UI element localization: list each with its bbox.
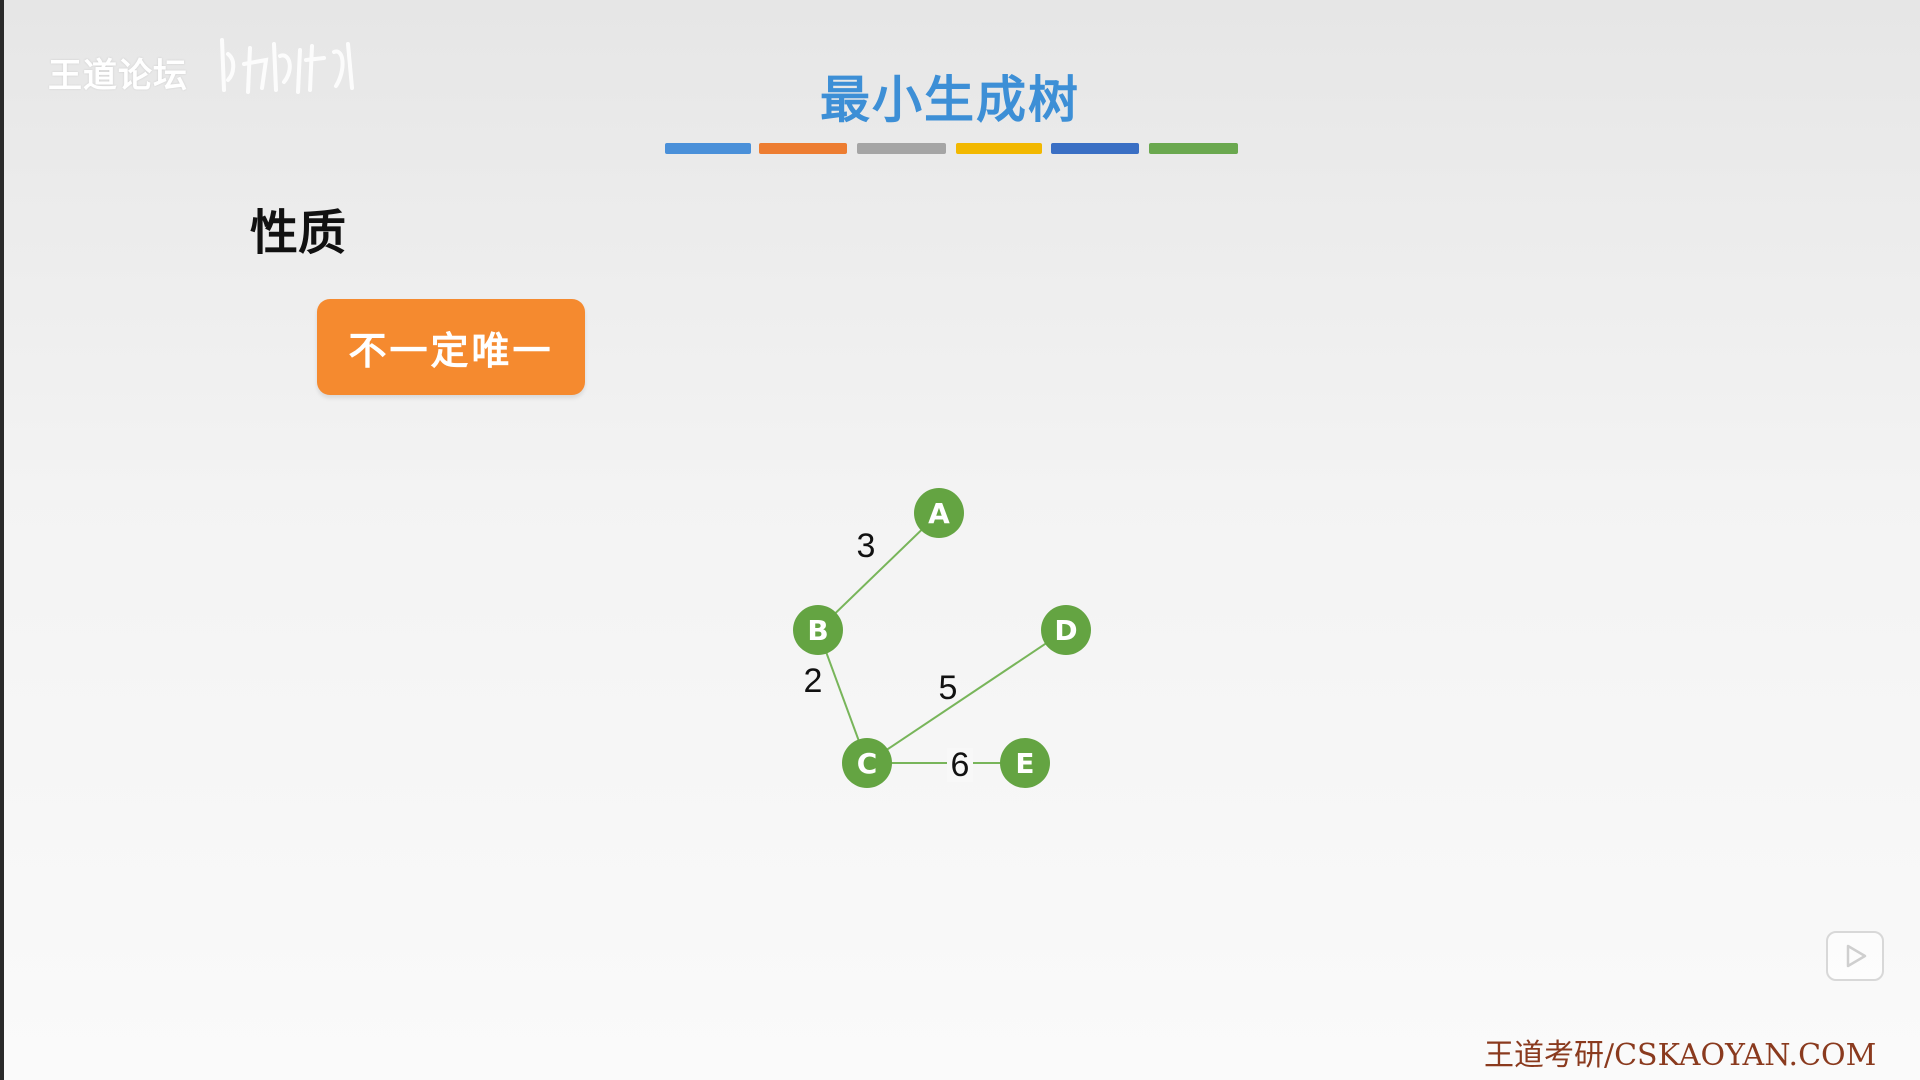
color-bar-segment bbox=[857, 143, 946, 154]
edge-weight-background bbox=[947, 748, 973, 782]
property-badge: 不一定唯一 bbox=[317, 299, 585, 395]
node-label-e: E bbox=[1015, 747, 1034, 780]
node-b bbox=[793, 605, 843, 655]
play-icon[interactable] bbox=[1826, 931, 1884, 981]
color-bar-segment bbox=[1051, 143, 1139, 154]
node-label-c: C bbox=[857, 747, 878, 780]
edge-weight-b-c: 2 bbox=[804, 662, 823, 700]
node-e bbox=[1000, 738, 1050, 788]
node-label-d: D bbox=[1054, 614, 1077, 647]
node-label-b: B bbox=[807, 614, 828, 647]
edge-a-b bbox=[817, 512, 940, 631]
section-title: 性质 bbox=[250, 205, 347, 261]
edge-weight-a-b: 3 bbox=[857, 527, 876, 565]
node-d bbox=[1041, 605, 1091, 655]
color-bar-segment bbox=[956, 143, 1042, 154]
color-bar-segment bbox=[759, 143, 847, 154]
watermark-signature-icon bbox=[220, 38, 354, 94]
color-bar-segment bbox=[1149, 143, 1238, 154]
site-footer: 王道考研/CSKAOYAN.COM bbox=[1484, 1038, 1877, 1073]
edge-weight-c-d: 5 bbox=[939, 669, 958, 707]
edge-c-d bbox=[866, 629, 1067, 764]
node-label-a: A bbox=[928, 497, 950, 530]
slide-title: 最小生成树 bbox=[820, 71, 1080, 129]
color-bar-segment bbox=[665, 143, 751, 154]
video-left-edge bbox=[0, 0, 4, 1080]
node-c bbox=[842, 738, 892, 788]
watermark: 王道论坛 bbox=[48, 56, 188, 96]
node-a bbox=[914, 488, 964, 538]
edge-weight-c-e: 6 bbox=[951, 746, 970, 784]
